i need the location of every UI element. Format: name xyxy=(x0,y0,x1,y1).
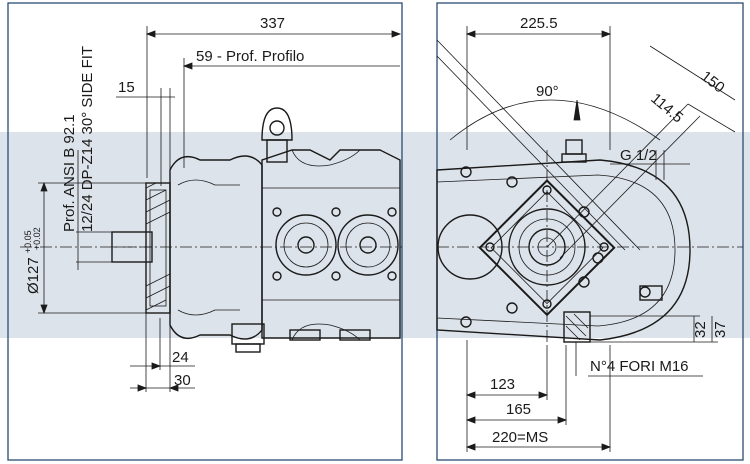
pump-side-outline xyxy=(111,107,401,353)
dim-angle-90: 90° xyxy=(536,83,559,100)
spline-note-line1: Prof. ANSI B 92.1 xyxy=(61,114,78,232)
diagonal-lines xyxy=(436,39,736,259)
dim-220-ms: 220=MS xyxy=(492,429,548,446)
dim-15: 15 xyxy=(118,79,135,96)
right-dimension-lines xyxy=(465,26,718,452)
dim-114-5: 114.5 xyxy=(647,90,686,126)
left-dimension-lines xyxy=(38,26,402,392)
dim-37: 37 xyxy=(712,321,729,338)
dim-30: 30 xyxy=(174,372,191,389)
right-view: 225.5 90° 150 114.5 G 1/2 32 37 N°4 FORI… xyxy=(436,2,744,461)
left-view: 337 59 - Prof. Profilo 15 Prof. ANSI B 9… xyxy=(7,2,403,461)
left-frame xyxy=(7,2,403,461)
dim-24: 24 xyxy=(172,349,189,366)
dim-165: 165 xyxy=(506,401,531,418)
dim-diameter-127: Ø127 +0.05 +0.02 xyxy=(18,226,42,294)
dim-225-5: 225.5 xyxy=(520,15,558,32)
dim-59-profile: 59 - Prof. Profilo xyxy=(196,48,304,65)
dim-337: 337 xyxy=(260,15,285,32)
holes-note: N°4 FORI M16 xyxy=(590,358,689,375)
dim-32: 32 xyxy=(692,321,709,338)
dim-g-1-2: G 1/2 xyxy=(620,147,657,164)
dim-123: 123 xyxy=(490,376,515,393)
spline-note-line2: 12/24 DP-Z14 30° SIDE FIT xyxy=(79,46,96,232)
